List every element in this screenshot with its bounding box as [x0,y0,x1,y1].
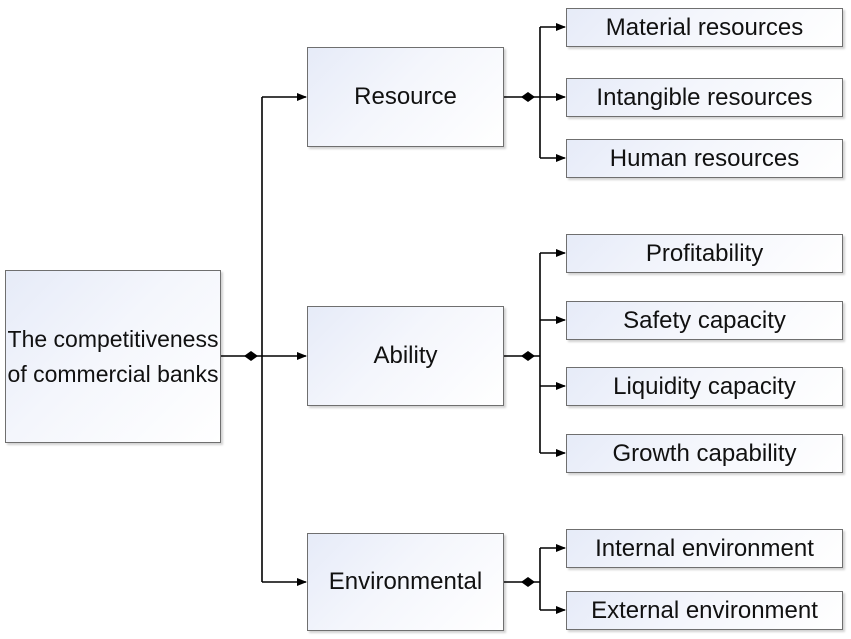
category-ability-label: Ability [373,342,438,369]
leaf-label: Profitability [645,239,764,267]
leaf-safety-capacity: Safety capacity [566,301,843,340]
leaf-label: Human resources [609,144,800,172]
category-ability-box: Ability [307,306,504,406]
leaf-label: Internal environment [595,534,814,562]
leaf-profitability: Profitability [566,234,843,273]
category-environmental-box: Environmental [307,533,504,631]
category-resource-box: Resource [307,47,504,147]
leaf-internal-environment: Internal environment [566,529,843,568]
leaf-label: Intangible resources [596,83,813,111]
leaf-label: External environment [591,596,818,624]
root-box: The competitiveness of commercial banks [5,270,221,443]
leaf-label: Liquidity capacity [613,372,796,400]
root-label: The competitiveness of commercial banks [7,325,219,387]
leaf-human-resources: Human resources [566,139,843,178]
leaf-intangible-resources: Intangible resources [566,78,843,117]
leaf-growth-capability: Growth capability [566,434,843,473]
leaf-label: Safety capacity [623,306,786,334]
leaf-material-resources: Material resources [566,8,843,47]
category-resource-label: Resource [354,83,457,110]
leaf-label: Material resources [605,13,804,41]
leaf-external-environment: External environment [566,591,843,630]
category-environmental-label: Environmental [328,568,483,595]
leaf-liquidity-capacity: Liquidity capacity [566,367,843,406]
leaf-label: Growth capability [612,439,797,467]
